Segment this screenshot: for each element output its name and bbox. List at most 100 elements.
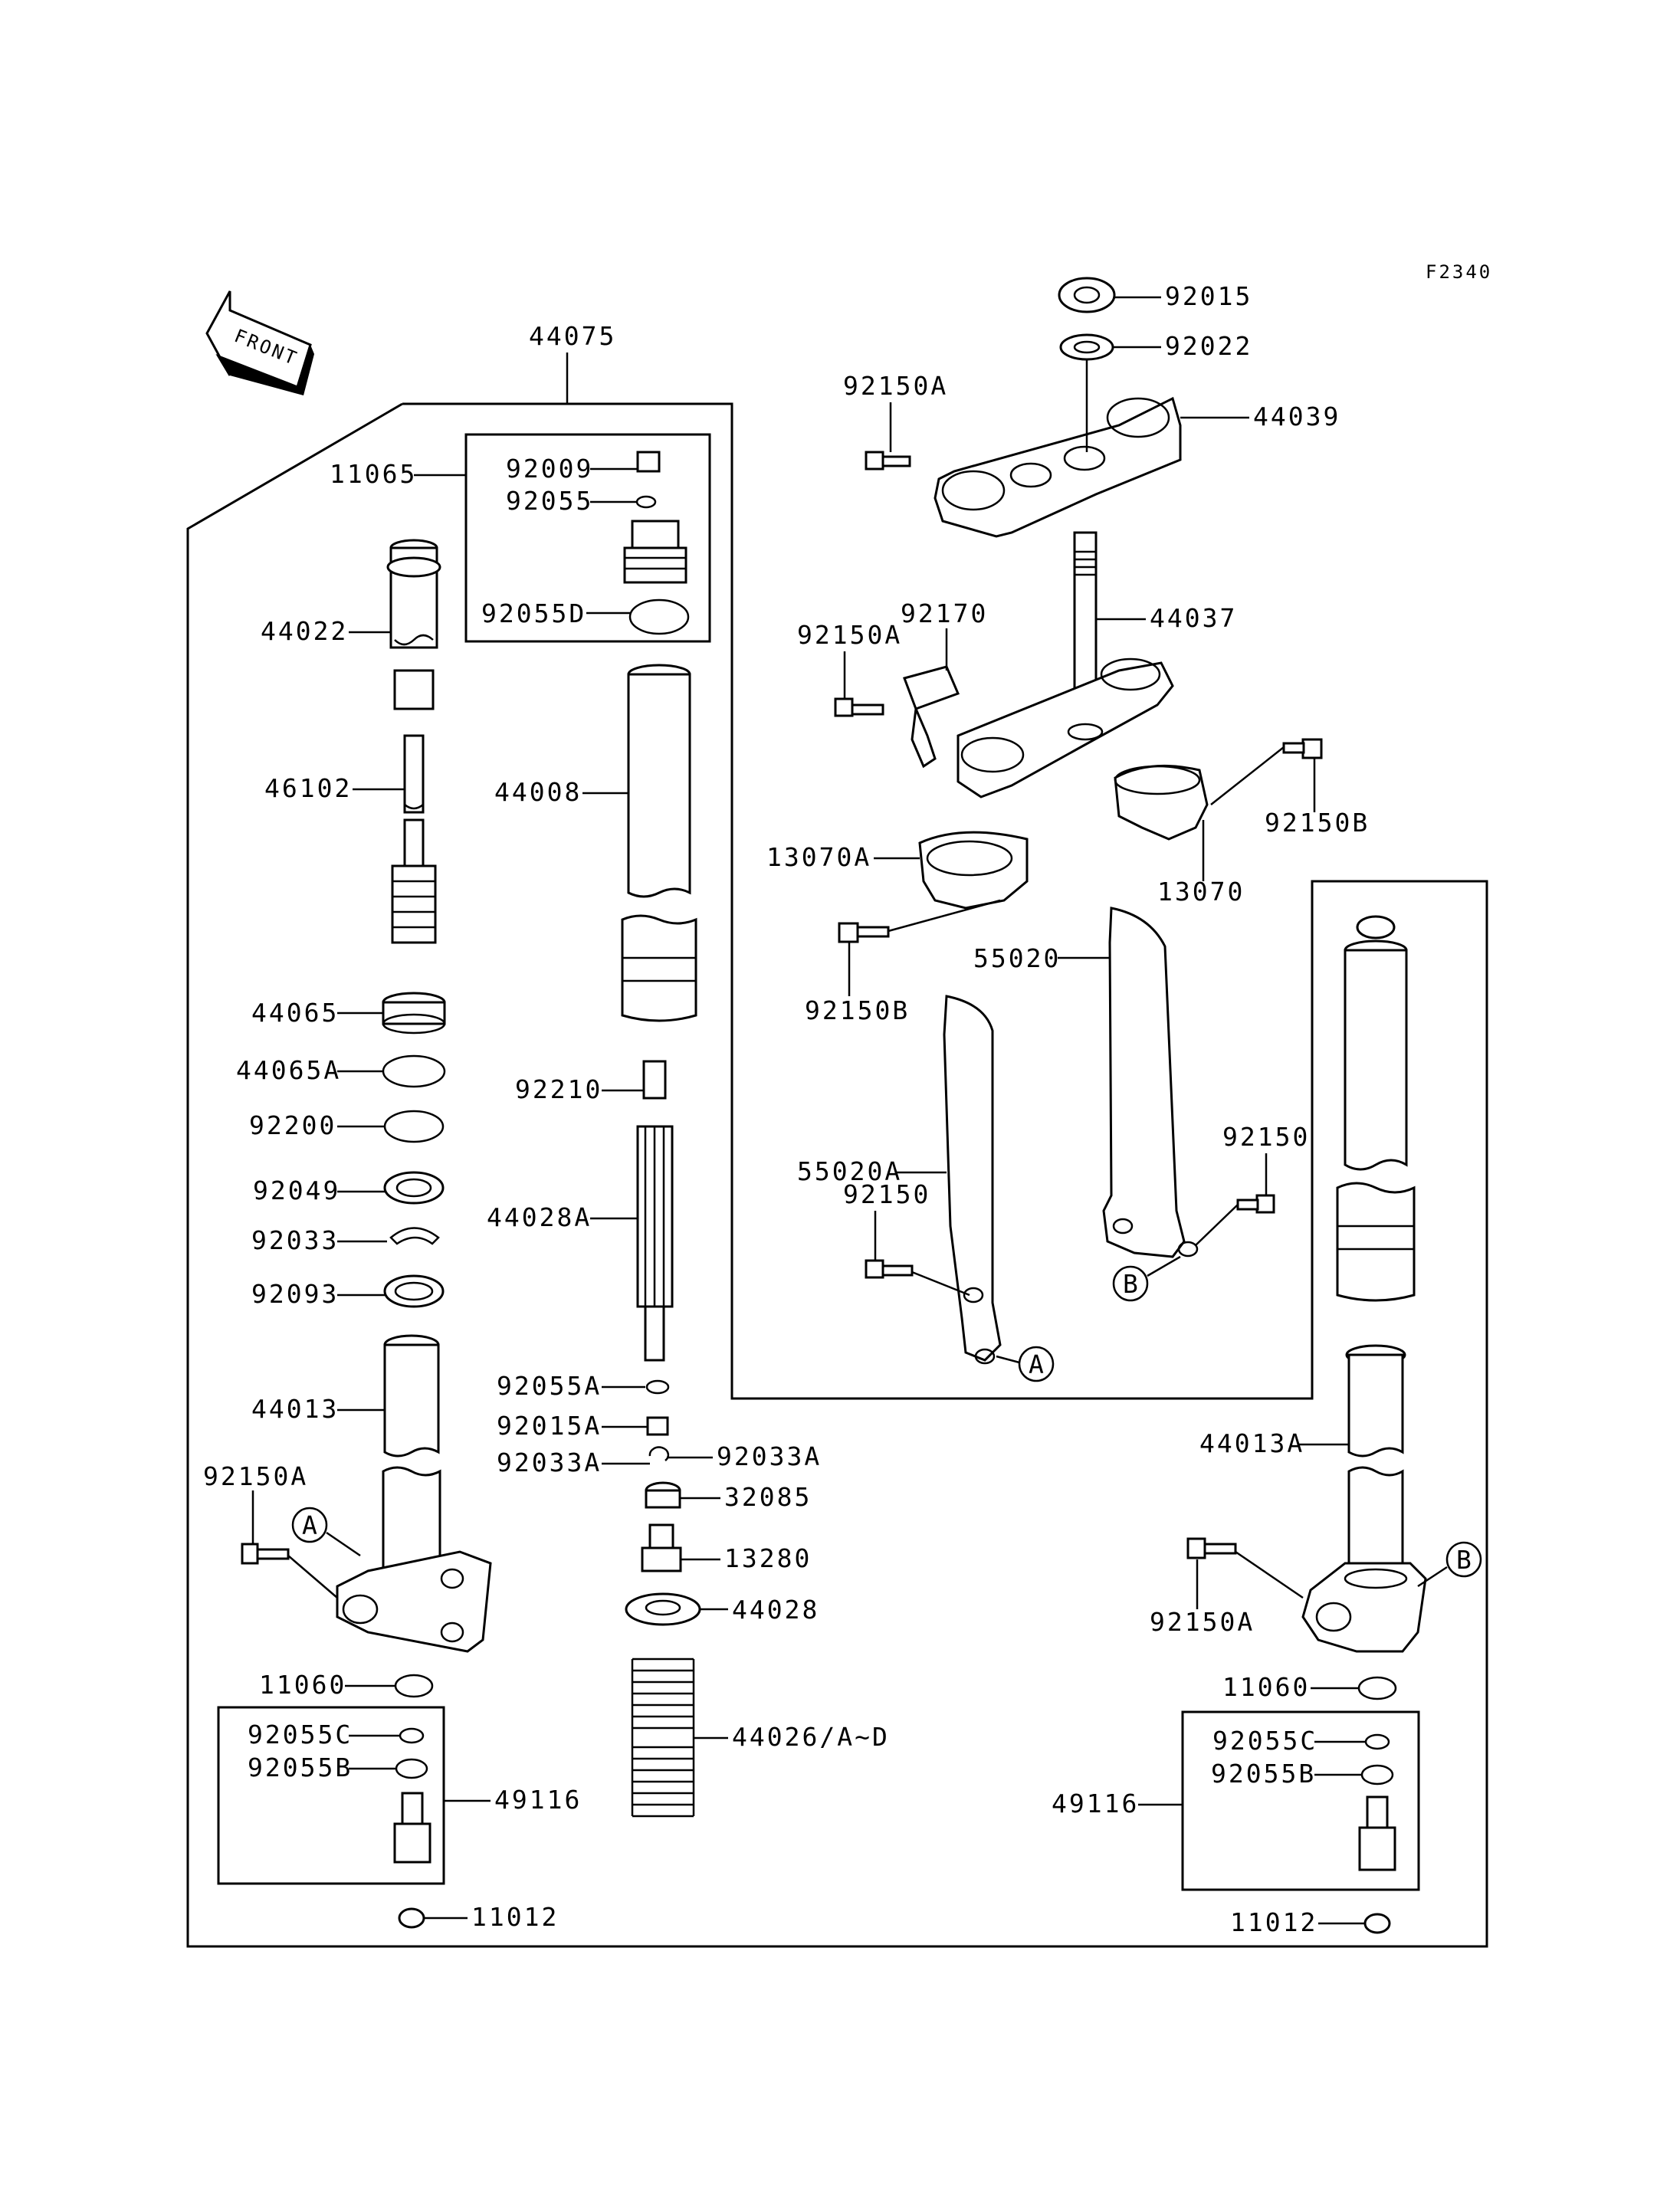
part-44065-icon xyxy=(382,992,446,1035)
marker-b-right xyxy=(1445,1541,1482,1578)
part-92170-icon xyxy=(903,665,960,769)
label-92015: 92015 xyxy=(1165,281,1252,311)
group-box-11065 xyxy=(464,433,711,643)
label-44022: 44022 xyxy=(261,616,348,646)
label-49116-right: 49116 xyxy=(1052,1789,1139,1818)
label-49116-left: 49116 xyxy=(494,1785,582,1815)
label-92022: 92022 xyxy=(1165,331,1252,361)
label-11012-left: 11012 xyxy=(471,1902,559,1932)
marker-a-guard-label: A xyxy=(1029,1349,1046,1379)
label-44013A: 44013A xyxy=(1199,1428,1304,1458)
label-92055A: 92055A xyxy=(497,1371,602,1401)
label-92055C-left: 92055C xyxy=(248,1720,353,1749)
assembly-outline-left xyxy=(186,402,1488,1948)
label-92055C-right: 92055C xyxy=(1212,1726,1317,1756)
label-46102: 46102 xyxy=(264,773,352,803)
label-92033A-left: 92033A xyxy=(497,1448,602,1477)
label-32085: 32085 xyxy=(724,1482,812,1512)
part-46102-icon xyxy=(391,734,437,944)
part-13070-icon xyxy=(1114,764,1209,841)
part-13070A-icon xyxy=(918,831,1029,910)
label-44037: 44037 xyxy=(1150,603,1237,633)
part-92055C-left-icon xyxy=(399,1727,425,1744)
part-44065A-icon xyxy=(382,1054,446,1088)
group-box-49116-left xyxy=(217,1706,445,1885)
label-92200: 92200 xyxy=(249,1110,336,1140)
label-11060-left: 11060 xyxy=(259,1670,346,1700)
marker-a-left-label: A xyxy=(302,1510,320,1540)
label-13070A: 13070A xyxy=(766,842,871,872)
label-92033A-right: 92033A xyxy=(717,1441,822,1471)
marker-b-right-label: B xyxy=(1456,1545,1474,1575)
label-11065: 11065 xyxy=(330,459,417,489)
part-92055B-left-icon xyxy=(395,1758,428,1779)
part-44026-spring-icon xyxy=(631,1658,695,1818)
part-92033-icon xyxy=(389,1227,440,1245)
part-44028-icon xyxy=(625,1592,701,1626)
marker-b-guard-label: B xyxy=(1123,1269,1140,1299)
label-13280: 13280 xyxy=(724,1543,812,1573)
label-92210: 92210 xyxy=(515,1074,602,1104)
label-92150-mid: 92150 xyxy=(843,1179,930,1209)
label-44028: 44028 xyxy=(732,1595,819,1625)
part-92049-icon xyxy=(383,1171,445,1205)
part-44013-icon xyxy=(382,1334,441,1580)
label-92150A-right: 92150A xyxy=(1150,1607,1255,1637)
label-55020: 55020 xyxy=(973,943,1061,973)
part-44039-icon xyxy=(934,396,1182,538)
part-92055D-icon xyxy=(628,598,690,635)
part-92150-right-icon xyxy=(1236,1194,1275,1214)
part-13280-icon xyxy=(641,1523,682,1572)
part-92150A-top-icon xyxy=(865,451,911,471)
part-49116-left-icon xyxy=(393,1792,431,1864)
part-49116-right-icon xyxy=(1358,1795,1396,1871)
label-92015A: 92015A xyxy=(497,1411,602,1441)
part-fork-cap-icon xyxy=(623,520,687,584)
label-55020A: 55020A xyxy=(797,1156,902,1186)
part-92150B-mid-icon xyxy=(838,922,890,943)
label-92033: 92033 xyxy=(251,1225,339,1255)
part-right-fork-foot-icon xyxy=(1301,1562,1427,1653)
label-92009: 92009 xyxy=(506,454,593,484)
label-92150-right: 92150 xyxy=(1222,1122,1310,1152)
label-44039: 44039 xyxy=(1253,402,1340,431)
front-arrow-icon: FRONT xyxy=(205,290,314,395)
part-32085-icon xyxy=(645,1481,681,1509)
part-92015-icon xyxy=(1058,277,1116,313)
label-92150B-right: 92150B xyxy=(1265,808,1370,838)
label-44075: 44075 xyxy=(529,321,616,351)
label-44008: 44008 xyxy=(494,777,582,807)
label-92093: 92093 xyxy=(251,1279,339,1309)
part-92150A-left-icon xyxy=(241,1543,290,1565)
label-13070: 13070 xyxy=(1157,877,1245,907)
label-92150A-left: 92150A xyxy=(203,1461,308,1491)
marker-a-guard xyxy=(1018,1346,1055,1382)
part-92150B-right-icon xyxy=(1282,738,1323,759)
part-44022-icon xyxy=(386,539,441,710)
part-92150A-right-icon xyxy=(1186,1537,1237,1559)
label-11060-right: 11060 xyxy=(1222,1672,1310,1702)
label-92150B-mid: 92150B xyxy=(805,995,910,1025)
part-92055B-right-icon xyxy=(1360,1764,1394,1785)
label-44013: 44013 xyxy=(251,1394,339,1424)
marker-b-guard xyxy=(1112,1265,1149,1302)
part-44028A-icon xyxy=(636,1125,674,1362)
part-92033A-icon xyxy=(648,1446,670,1461)
part-11060-left-icon xyxy=(394,1674,434,1698)
part-92022-icon xyxy=(1059,333,1114,361)
label-44065A: 44065A xyxy=(236,1055,341,1085)
part-92150-mid-icon xyxy=(865,1259,914,1279)
label-92150A-mid: 92150A xyxy=(797,620,902,650)
label-92049: 92049 xyxy=(253,1176,340,1205)
label-11012-right: 11012 xyxy=(1230,1907,1317,1937)
part-92150A-mid-icon xyxy=(834,697,884,717)
label-92150A-top: 92150A xyxy=(843,371,948,401)
label-44026: 44026/A~D xyxy=(732,1722,890,1752)
part-55020A-icon xyxy=(943,995,1002,1365)
part-92210-icon xyxy=(642,1060,667,1100)
part-44013A-icon xyxy=(1345,1344,1406,1565)
figure-code: F2340 xyxy=(1426,261,1492,283)
part-44037-icon xyxy=(956,531,1174,798)
